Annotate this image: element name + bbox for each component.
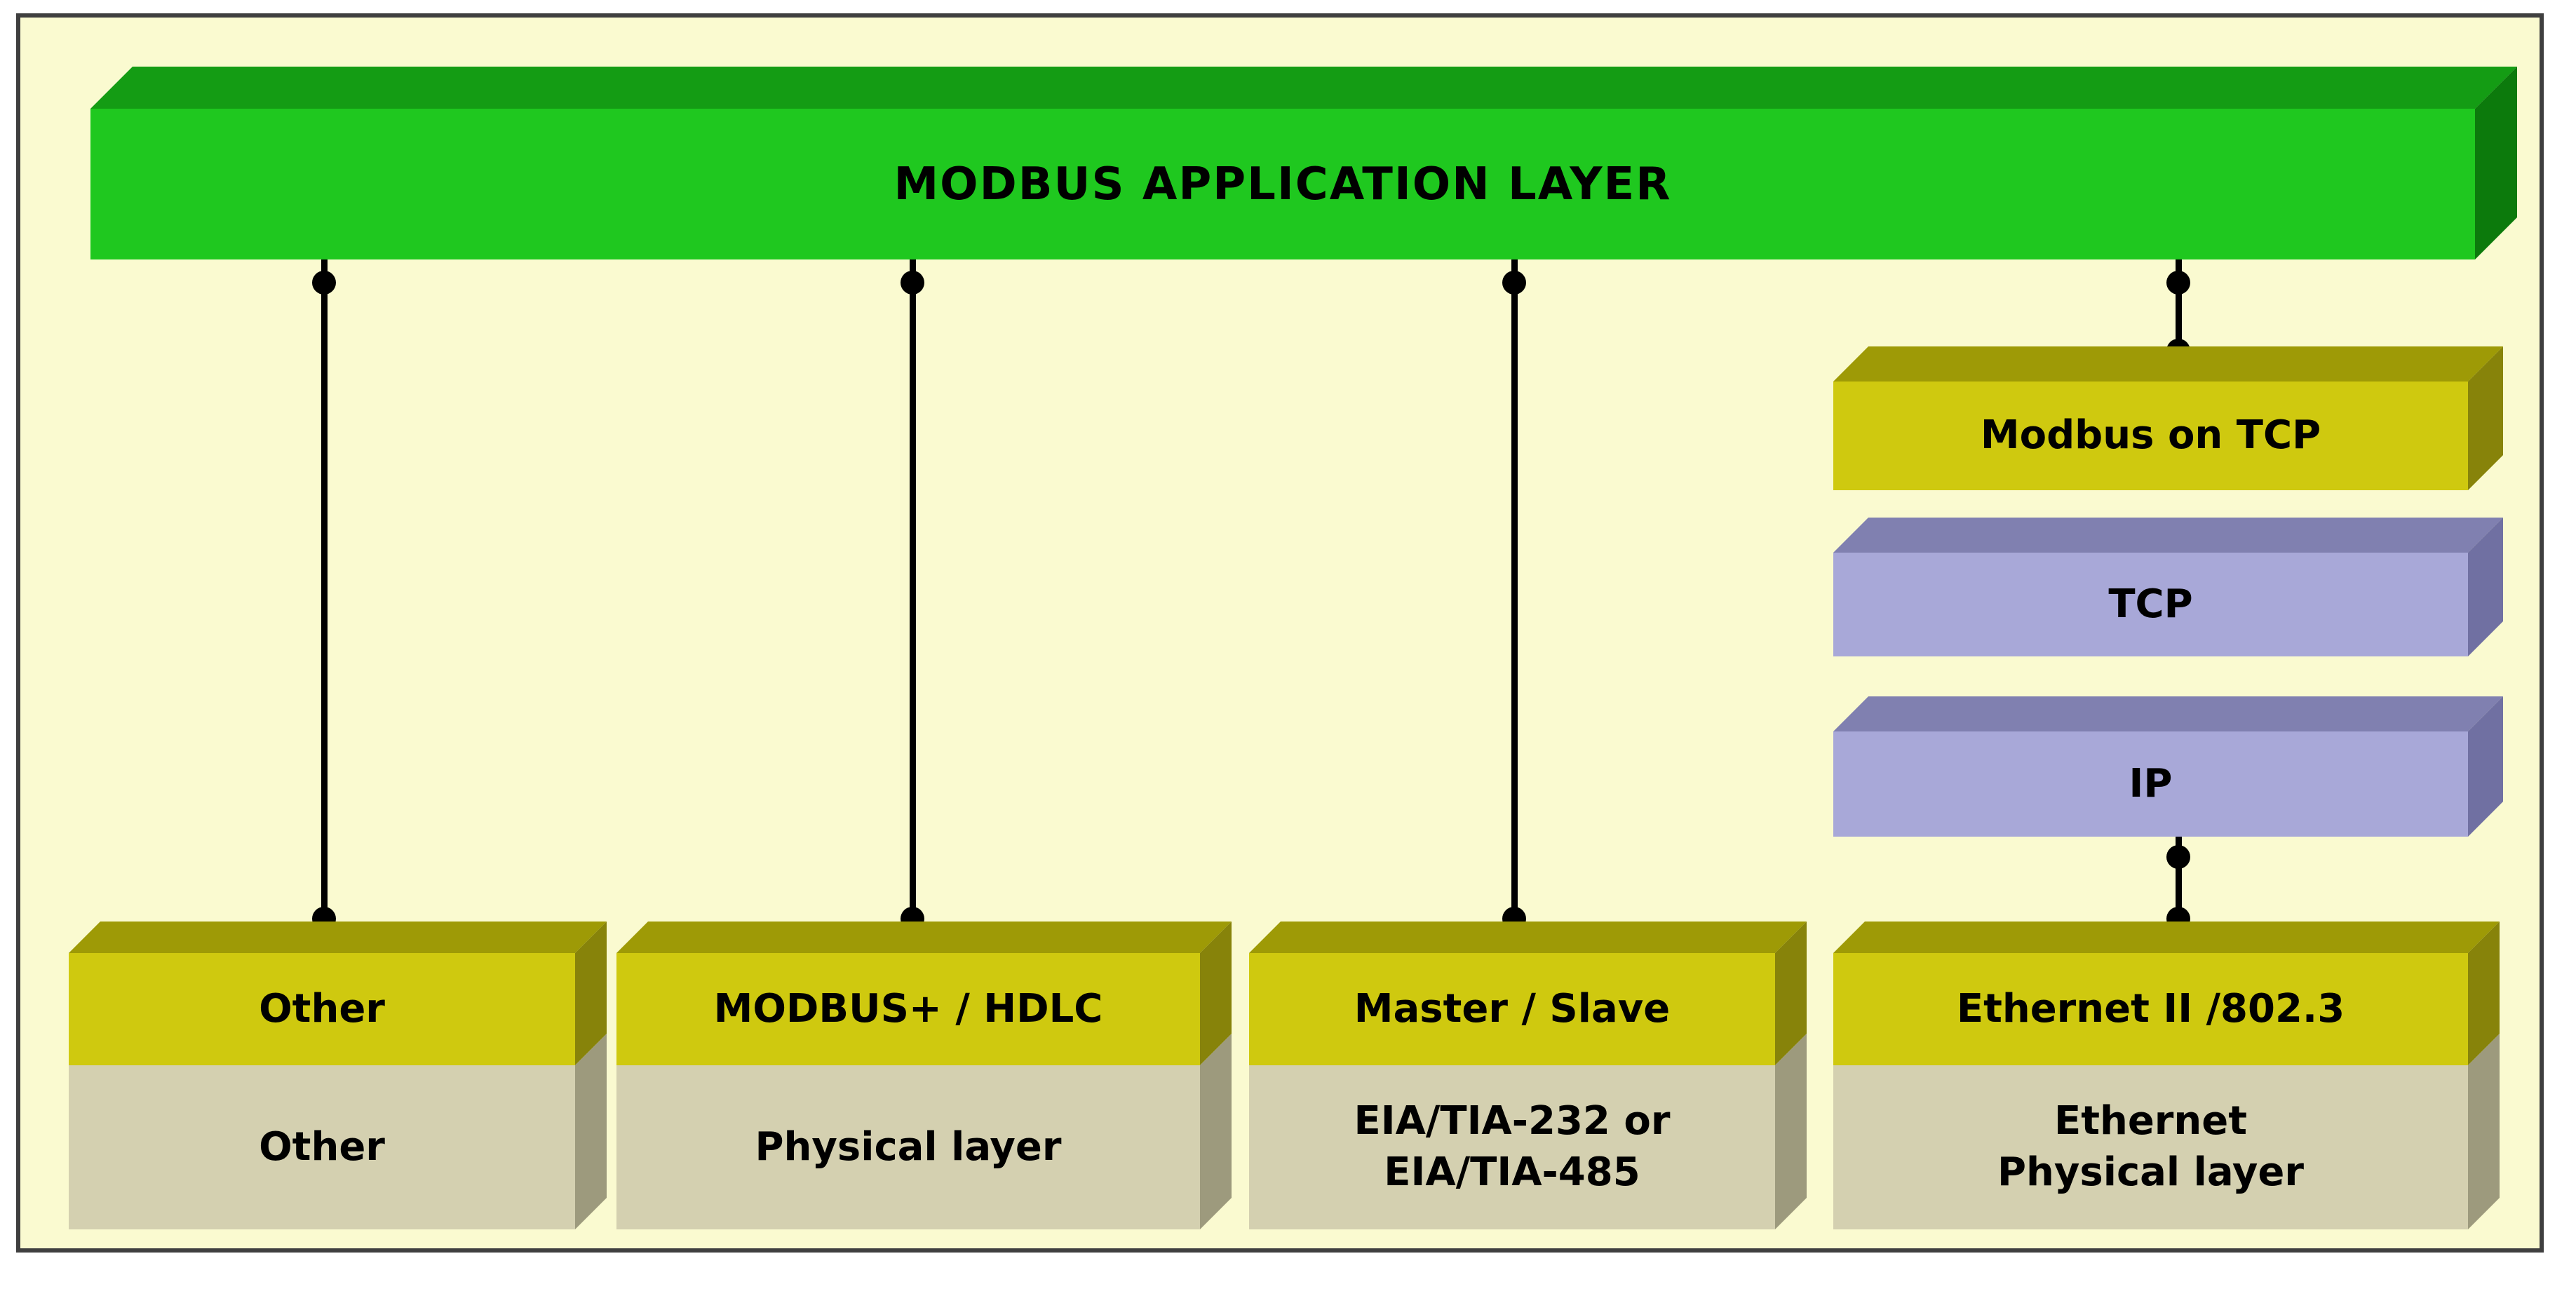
box-top-face	[1833, 696, 2503, 731]
physical-layer-label: Physical layer	[616, 1065, 1200, 1229]
box-modbusplus-hdlc: MODBUS+ / HDLC	[616, 922, 1232, 1065]
box-top-face	[69, 922, 607, 953]
connector-dot	[2166, 271, 2190, 295]
other-physical-label: Other	[69, 1065, 575, 1229]
box-tcp: TCP	[1833, 518, 2503, 656]
connector-line	[910, 259, 916, 919]
modbusplus-hdlc-label: MODBUS+ / HDLC	[616, 953, 1200, 1065]
master-slave-label: Master / Slave	[1249, 953, 1775, 1065]
box-side-face	[1200, 1034, 1232, 1229]
ethernet-ii-label: Ethernet II /802.3	[1833, 953, 2468, 1065]
box-master-slave: Master / Slave	[1249, 922, 1807, 1065]
box-ethernet-physical: Ethernet Physical layer	[1833, 1034, 2500, 1229]
box-side-face	[2468, 1034, 2500, 1229]
connector-line	[321, 259, 328, 919]
ethernet-physical-label: Ethernet Physical layer	[1833, 1065, 2468, 1229]
connector-line	[2176, 259, 2182, 354]
box-other-physical: Other	[69, 1034, 607, 1229]
other-datalink-label: Other	[69, 953, 575, 1065]
box-top-face	[90, 67, 2517, 109]
box-top-face	[616, 922, 1232, 953]
ip-label: IP	[1833, 731, 2468, 837]
box-eia-tia: EIA/TIA-232 or EIA/TIA-485	[1249, 1034, 1807, 1229]
modbus-application-layer-label: MODBUS APPLICATION LAYER	[90, 109, 2475, 259]
box-other-datalink: Other	[69, 922, 607, 1065]
diagram-panel: MODBUS APPLICATION LAYER Modbus on TCP T…	[16, 13, 2544, 1253]
box-top-face	[1249, 922, 1807, 953]
connector-dot	[1502, 271, 1526, 295]
connector-line	[2176, 837, 2182, 919]
box-ethernet-ii: Ethernet II /802.3	[1833, 922, 2500, 1065]
box-ip: IP	[1833, 696, 2503, 837]
connector-dot	[2166, 845, 2190, 869]
box-side-face	[575, 1034, 607, 1229]
box-side-face	[1775, 1034, 1807, 1229]
box-top-face	[1833, 518, 2503, 553]
modbus-on-tcp-label: Modbus on TCP	[1833, 382, 2468, 490]
connector-dot	[312, 271, 336, 295]
box-modbus-on-tcp: Modbus on TCP	[1833, 346, 2503, 490]
eia-tia-label: EIA/TIA-232 or EIA/TIA-485	[1249, 1065, 1775, 1229]
box-physical-layer: Physical layer	[616, 1034, 1232, 1229]
tcp-label: TCP	[1833, 553, 2468, 656]
box-top-face	[1833, 922, 2500, 953]
box-top-face	[1833, 346, 2503, 382]
modbus-application-layer-box: MODBUS APPLICATION LAYER	[90, 67, 2517, 259]
connector-line	[1511, 259, 1518, 919]
connector-dot	[901, 271, 924, 295]
